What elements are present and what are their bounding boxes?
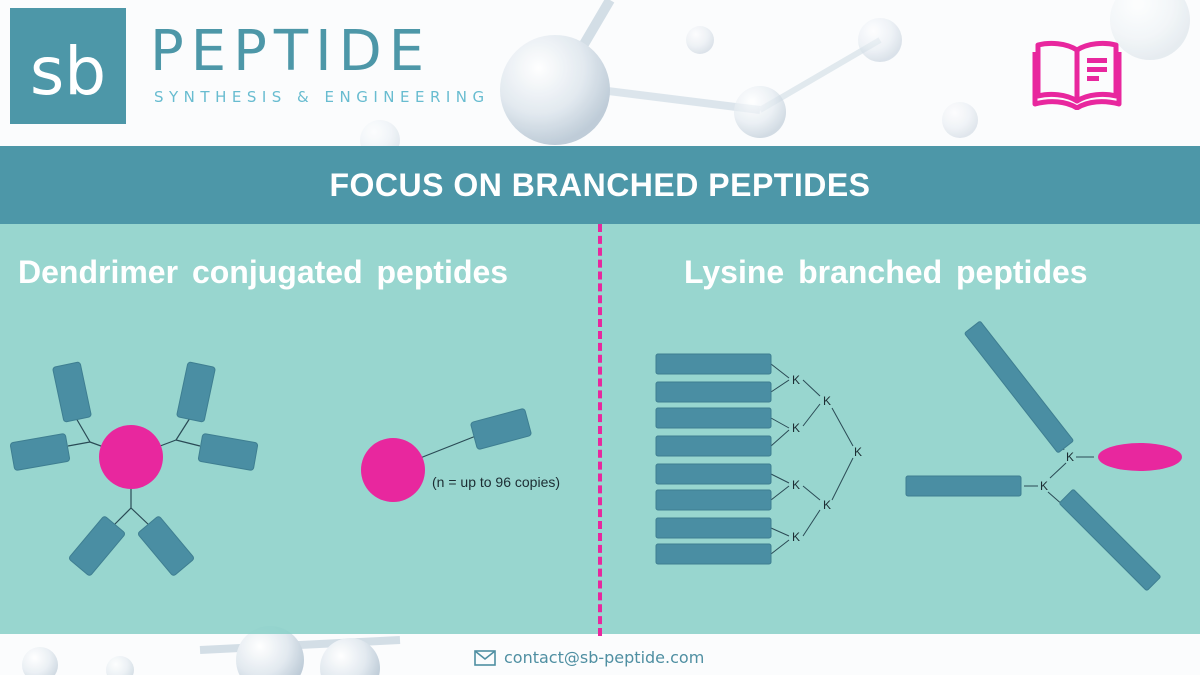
peptide-chain <box>138 516 194 576</box>
lysine-label: K <box>792 373 800 387</box>
peptide-chain <box>655 463 772 485</box>
left-heading: Dendrimer conjugated peptides <box>18 254 509 290</box>
peptide-chain <box>655 517 772 539</box>
peptide-chain <box>69 516 125 576</box>
lysine-label: K <box>792 421 800 435</box>
lysine-label: K <box>1066 450 1074 464</box>
peptide-chain <box>470 408 532 450</box>
right-heading: Lysine branched peptides <box>684 254 1088 290</box>
peptide-chain <box>655 381 772 403</box>
book-icon <box>1032 40 1122 110</box>
contact-email[interactable]: contact@sb-peptide.com <box>504 648 705 667</box>
peptide-chain <box>197 433 259 471</box>
section-divider <box>598 224 602 636</box>
lysine-label: K <box>1040 479 1048 493</box>
lysine-label: K <box>792 478 800 492</box>
brand: PEPTIDE SYNTHESIS & ENGINEERING <box>150 19 490 107</box>
peptide-chain <box>655 435 772 457</box>
mail-icon <box>474 649 496 666</box>
peptide-chain <box>52 361 92 423</box>
peptide-chain <box>905 475 1022 497</box>
lysine-label: K <box>823 394 831 408</box>
peptide-chain <box>655 543 772 565</box>
contact: contact@sb-peptide.com <box>474 648 704 667</box>
copies-note: (n = up to 96 copies) <box>432 474 560 490</box>
logo-mark: sb <box>30 33 106 110</box>
peptide-chain <box>176 361 216 423</box>
brand-tagline: SYNTHESIS & ENGINEERING <box>154 88 490 106</box>
peptide-chain <box>655 407 772 429</box>
logo-text: sb <box>30 33 106 110</box>
lysine-label: K <box>823 498 831 512</box>
brand-name: PEPTIDE <box>150 19 432 84</box>
dendrimer-core <box>99 425 163 489</box>
peptide-chain <box>9 433 71 471</box>
peptide-chain <box>1059 489 1161 591</box>
page-title: FOCUS ON BRANCHED PEPTIDES <box>329 166 871 203</box>
peptide-chain <box>964 321 1074 453</box>
lysine-label: K <box>792 530 800 544</box>
logo: sb <box>10 8 126 124</box>
peptide-chain <box>655 353 772 375</box>
lysine-label: K <box>854 445 862 459</box>
peptide-chain <box>655 489 772 511</box>
lysine-tree-lines <box>770 363 854 555</box>
conjugate-molecule <box>1098 443 1182 471</box>
title-band: FOCUS ON BRANCHED PEPTIDES <box>0 146 1200 224</box>
dendrimer-core <box>361 438 425 502</box>
